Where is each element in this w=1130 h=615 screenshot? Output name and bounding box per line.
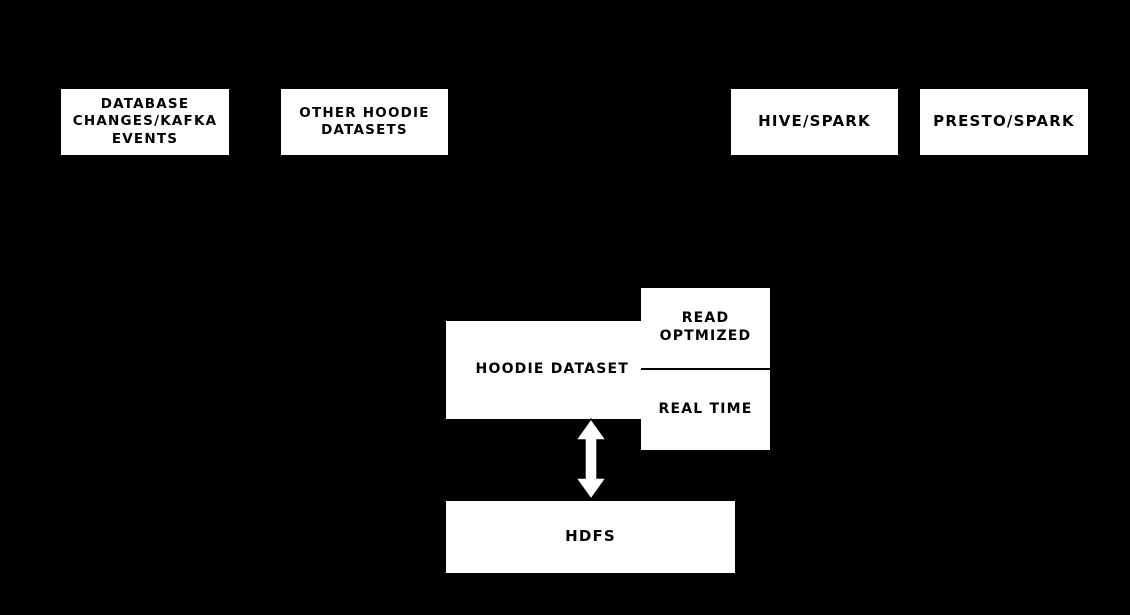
node-hoodie-dataset: HOODIE DATASET bbox=[446, 321, 641, 419]
node-other-hoodie-datasets: OTHER HOODIE DATASETS bbox=[281, 89, 448, 155]
node-hdfs: HDFS bbox=[446, 501, 735, 573]
node-database-changes-kafka-events: DATABASE CHANGES/KAFKA EVENTS bbox=[61, 89, 229, 155]
node-hive-spark: HIVE/SPARK bbox=[731, 89, 898, 155]
node-real-time-view: REAL TIME bbox=[641, 370, 770, 450]
node-read-optimized-view: READ OPTMIZED bbox=[641, 288, 770, 370]
double-headed-arrow-icon bbox=[574, 418, 608, 500]
node-presto-spark: PRESTO/SPARK bbox=[920, 89, 1088, 155]
